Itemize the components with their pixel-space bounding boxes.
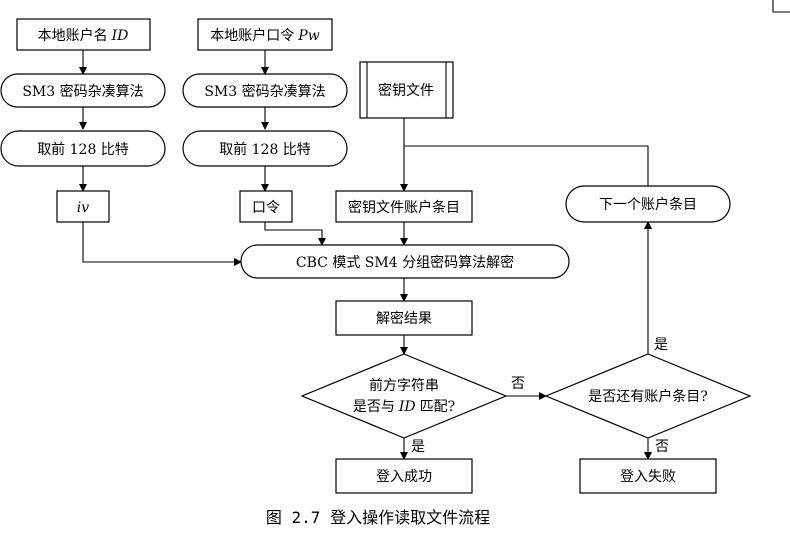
match-line2-b: 匹配?	[420, 399, 456, 415]
node-next-entry: 下一个账户条目	[565, 185, 731, 223]
edges	[79, 50, 652, 460]
edge-iv-to-decrypt	[82, 222, 242, 266]
corner-mark	[772, 0, 790, 13]
figure-caption: 图 2.7 登入操作读取文件流程	[266, 508, 490, 527]
iv-text: iv	[77, 200, 89, 216]
edge-next-to-entry	[404, 145, 649, 186]
password-text: 口令	[252, 200, 280, 216]
key-entry-text: 密钥文件账户条目	[348, 199, 460, 216]
account-id-text: 本地账户名	[38, 27, 108, 44]
label-match-yes: 是	[411, 439, 425, 455]
node-iv: iv	[56, 190, 110, 223]
node-decrypt: CBC 模式 SM4 分组密码算法解密	[240, 244, 570, 279]
decrypt-text: CBC 模式 SM4 分组密码算法解密	[296, 254, 514, 271]
account-pw-var: Pw	[297, 28, 319, 44]
label-more-yes: 是	[654, 337, 668, 353]
node-login-success: 登入成功	[335, 458, 473, 494]
match-line2-a: 是否与	[353, 399, 395, 415]
node-login-fail: 登入失败	[579, 458, 717, 494]
decrypt-result-text: 解密结果	[376, 310, 432, 327]
sm3-hash-1-text: SM3 密码杂凑算法	[22, 83, 143, 100]
edge-password-to-decrypt	[264, 222, 326, 246]
login-fail-text: 登入失败	[620, 469, 676, 485]
label-match-no: 否	[511, 376, 525, 392]
sm3-hash-2-text: SM3 密码杂凑算法	[204, 83, 325, 100]
key-file-text: 密钥文件	[378, 82, 434, 99]
take128-2-text: 取前 128 比特	[219, 141, 311, 158]
node-sm3-hash-1: SM3 密码杂凑算法	[0, 73, 166, 108]
node-take128-1: 取前 128 比特	[0, 130, 166, 167]
label-more-no: 否	[655, 439, 669, 455]
match-line1-text: 前方字符串	[369, 377, 439, 394]
node-key-file: 密钥文件	[359, 61, 454, 119]
node-sm3-hash-2: SM3 密码杂凑算法	[182, 73, 348, 108]
login-success-text: 登入成功	[376, 469, 432, 485]
node-password: 口令	[239, 190, 293, 223]
account-pw-text: 本地账户口令	[210, 27, 294, 44]
node-take128-2: 取前 128 比特	[182, 130, 348, 167]
node-key-entry: 密钥文件账户条目	[335, 190, 473, 223]
take128-1-text: 取前 128 比特	[37, 141, 129, 158]
node-decrypt-result: 解密结果	[335, 300, 473, 336]
node-more-decision: 是否还有账户条目?	[544, 353, 752, 439]
more-entries-text: 是否还有账户条目?	[588, 388, 708, 405]
match-line2-var: ID	[398, 399, 416, 415]
account-id-var: ID	[111, 28, 129, 44]
next-entry-text: 下一个账户条目	[599, 196, 697, 213]
